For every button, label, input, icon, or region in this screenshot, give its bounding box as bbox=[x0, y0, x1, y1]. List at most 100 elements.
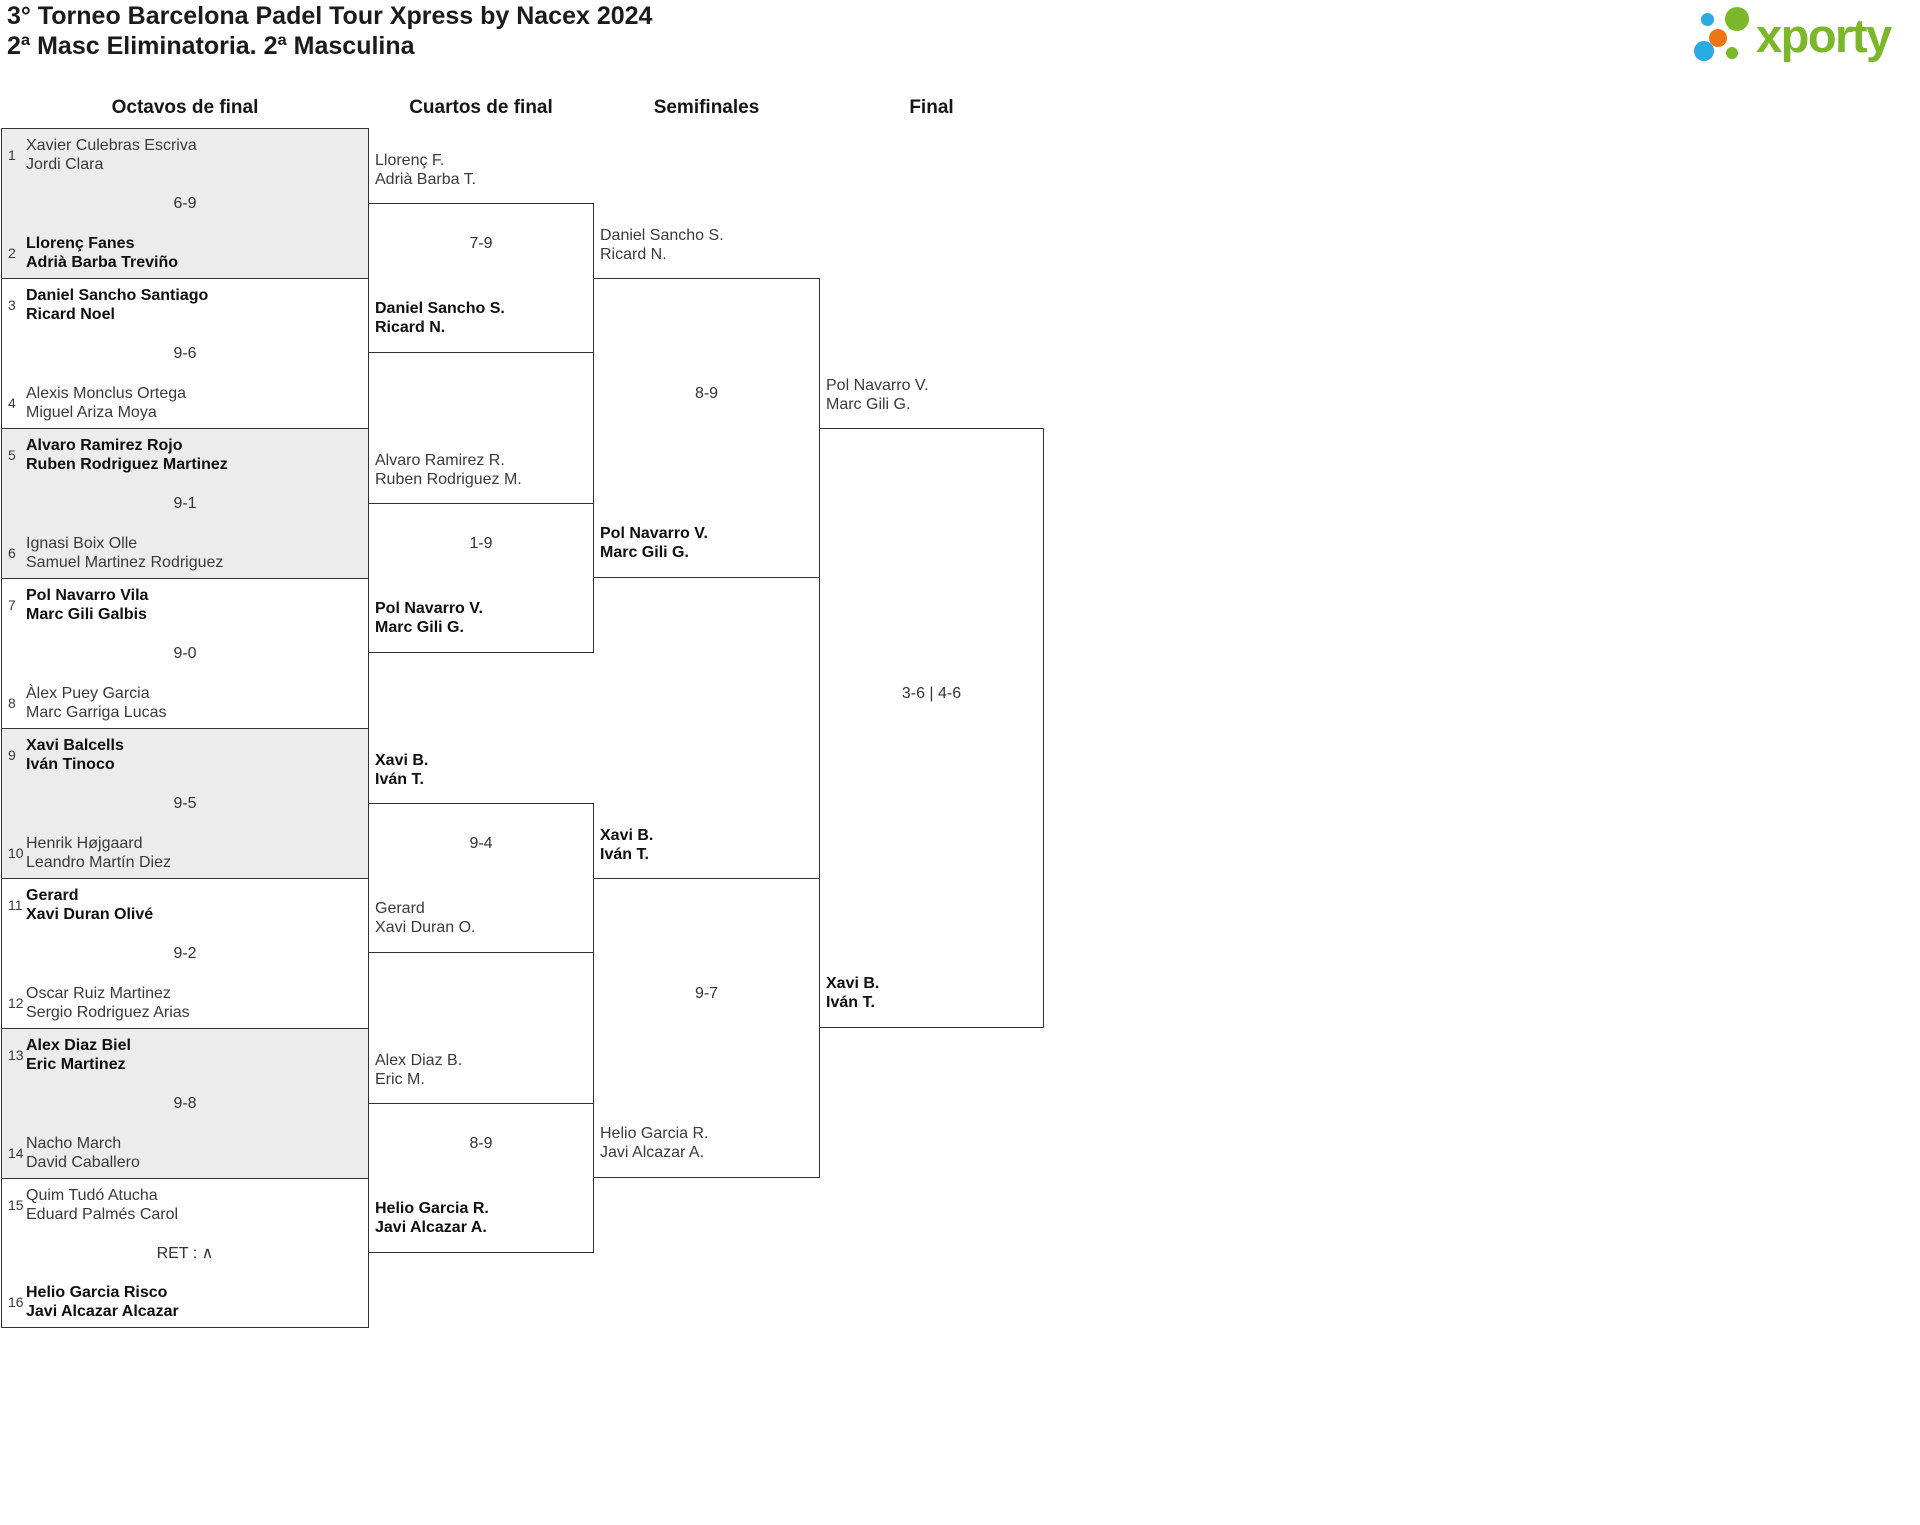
match-score: 9-7 bbox=[694, 985, 719, 1002]
player-name: Helio Garcia R. bbox=[600, 1125, 709, 1142]
player-name: Iván Tinoco bbox=[26, 756, 115, 773]
advancing-team: Xavi B. Iván T. bbox=[375, 751, 428, 789]
advancing-team: Pol Navarro V. Marc Gili G. bbox=[826, 376, 929, 414]
cuartos-match-4: Alex Diaz B. Eric M. 8-9 Helio Garcia R.… bbox=[368, 1052, 594, 1253]
advancing-team: Alvaro Ramirez R. Ruben Rodriguez M. bbox=[375, 451, 522, 489]
cuartos-match-1: Llorenç F. Adrià Barba T. 7-9 Daniel San… bbox=[368, 152, 594, 353]
octavos-match-3: 5 Alvaro Ramirez Rojo Ruben Rodriguez Ma… bbox=[1, 428, 369, 578]
cuartos-match-3: Xavi B. Iván T. 9-4 Gerard Xavi Duran O. bbox=[368, 752, 594, 953]
player-name: Pol Navarro V. bbox=[375, 600, 483, 617]
advancing-team: Xavi B. Iván T. bbox=[826, 974, 879, 1012]
xporty-logo[interactable]: xporty bbox=[1686, 2, 1920, 70]
advancing-team: Helio Garcia R. Javi Alcazar A. bbox=[375, 1199, 489, 1237]
match-score: 9-6 bbox=[173, 344, 197, 362]
seed-number: 8 bbox=[8, 695, 16, 711]
match-score: 1-9 bbox=[469, 535, 493, 552]
player-name: Nacho March bbox=[26, 1135, 122, 1152]
advancing-team: Helio Garcia R. Javi Alcazar A. bbox=[600, 1124, 708, 1162]
seed-number: 2 bbox=[8, 245, 16, 261]
match-score: 3-6 | 4-6 bbox=[901, 685, 962, 702]
player-name: Ricard Noel bbox=[26, 306, 115, 323]
player-name: Eric M. bbox=[375, 1071, 425, 1088]
logo-dot-blue-large bbox=[1694, 41, 1714, 61]
player-name: Llorenç F. bbox=[375, 152, 445, 169]
page-title: 3° Torneo Barcelona Padel Tour Xpress by… bbox=[7, 1, 652, 61]
team-slot: 7 Pol Navarro Vila Marc Gili Galbis bbox=[2, 586, 368, 624]
seed-number: 3 bbox=[8, 297, 16, 313]
player-name: Marc Gili Galbis bbox=[26, 606, 147, 623]
team-slot: 14 Nacho March David Caballero bbox=[2, 1134, 368, 1172]
advancing-team: Daniel Sancho S. Ricard N. bbox=[600, 226, 724, 264]
logo-dot-blue-small bbox=[1701, 13, 1714, 26]
team-slot: 5 Alvaro Ramirez Rojo Ruben Rodriguez Ma… bbox=[2, 436, 368, 474]
player-name: Leandro Martín Diez bbox=[26, 854, 171, 871]
seed-number: 15 bbox=[8, 1197, 24, 1213]
player-name: Helio Garcia Risco bbox=[26, 1284, 168, 1301]
advancing-team: Pol Navarro V. Marc Gili G. bbox=[600, 524, 708, 562]
player-name: Eric Martinez bbox=[26, 1056, 126, 1073]
player-name: Javi Alcazar A. bbox=[375, 1219, 487, 1236]
player-name: Gerard bbox=[375, 900, 425, 917]
player-name: Adrià Barba T. bbox=[375, 171, 477, 188]
round-header-cuartos: Cuartos de final bbox=[409, 97, 553, 118]
player-name: Iván T. bbox=[600, 846, 649, 863]
advancing-team: Alex Diaz B. Eric M. bbox=[375, 1051, 462, 1089]
team-slot: 8 Àlex Puey Garcia Marc Garriga Lucas bbox=[2, 684, 368, 722]
player-name: Alvaro Ramirez R. bbox=[375, 452, 505, 469]
team-slot: 16 Helio Garcia Risco Javi Alcazar Alcaz… bbox=[2, 1283, 368, 1321]
final-match: Pol Navarro V. Marc Gili G. 3-6 | 4-6 Xa… bbox=[819, 377, 1044, 1028]
octavos-match-6: 11 Gerard Xavi Duran Olivé 9-2 12 Oscar … bbox=[1, 878, 369, 1028]
player-name: Llorenç Fanes bbox=[26, 235, 135, 252]
player-name: Daniel Sancho Santiago bbox=[26, 287, 209, 304]
player-name: Helio Garcia R. bbox=[375, 1200, 489, 1217]
team-slot: 4 Alexis Monclus Ortega Miguel Ariza Moy… bbox=[2, 384, 368, 422]
player-name: Alex Diaz Biel bbox=[26, 1037, 131, 1054]
player-name: Henrik Højgaard bbox=[26, 835, 143, 852]
player-name: Quim Tudó Atucha bbox=[26, 1187, 158, 1204]
player-name: Daniel Sancho S. bbox=[375, 300, 505, 317]
team-slot: 12 Oscar Ruiz Martinez Sergio Rodriguez … bbox=[2, 984, 368, 1022]
player-name: Ruben Rodriguez M. bbox=[375, 471, 522, 488]
player-name: Iván T. bbox=[375, 771, 424, 788]
player-name: Marc Gili G. bbox=[600, 544, 689, 561]
advancing-team: Daniel Sancho S. Ricard N. bbox=[375, 299, 505, 337]
player-name: Pol Navarro V. bbox=[826, 377, 929, 394]
round-header-final: Final bbox=[909, 97, 954, 118]
match-score: 6-9 bbox=[173, 194, 197, 212]
semifinal-match-1: Daniel Sancho S. Ricard N. 8-9 Pol Navar… bbox=[593, 227, 820, 578]
octavos-match-4: 7 Pol Navarro Vila Marc Gili Galbis 9-0 … bbox=[1, 578, 369, 728]
player-name: Àlex Puey Garcia bbox=[26, 685, 150, 702]
player-name: Pol Navarro V. bbox=[600, 525, 708, 542]
player-name: Oscar Ruiz Martinez bbox=[26, 985, 171, 1002]
player-name: Jordi Clara bbox=[26, 156, 104, 173]
bracket-subtitle: 2ª Masc Eliminatoria. 2ª Masculina bbox=[7, 32, 415, 60]
player-name: Xavi B. bbox=[826, 975, 880, 992]
cuartos-match-2: Alvaro Ramirez R. Ruben Rodriguez M. 1-9… bbox=[368, 452, 594, 653]
team-slot: 9 Xavi Balcells Iván Tinoco bbox=[2, 736, 368, 774]
seed-number: 10 bbox=[8, 845, 24, 861]
seed-number: 1 bbox=[8, 147, 16, 163]
advancing-team: Llorenç F. Adrià Barba T. bbox=[375, 151, 476, 189]
tournament-name: 3° Torneo Barcelona Padel Tour Xpress by… bbox=[7, 2, 653, 30]
player-name: Eduard Palmés Carol bbox=[26, 1206, 179, 1223]
seed-number: 13 bbox=[8, 1047, 24, 1063]
player-name: Xavi B. bbox=[600, 827, 654, 844]
match-score: 9-8 bbox=[173, 1094, 197, 1112]
player-name: Miguel Ariza Moya bbox=[26, 404, 157, 421]
round-header-semifinales: Semifinales bbox=[653, 97, 760, 118]
match-score: 9-1 bbox=[173, 494, 197, 512]
team-slot: 3 Daniel Sancho Santiago Ricard Noel bbox=[2, 286, 368, 324]
seed-number: 6 bbox=[8, 545, 16, 561]
advancing-team: Pol Navarro V. Marc Gili G. bbox=[375, 599, 483, 637]
match-score: 7-9 bbox=[469, 235, 493, 252]
player-name: Sergio Rodriguez Arias bbox=[26, 1004, 190, 1021]
player-name: Marc Gili G. bbox=[826, 396, 911, 413]
seed-number: 12 bbox=[8, 995, 24, 1011]
player-name: Gerard bbox=[26, 887, 79, 904]
seed-number: 4 bbox=[8, 395, 16, 411]
team-slot: 10 Henrik Højgaard Leandro Martín Diez bbox=[2, 834, 368, 872]
player-name: Ignasi Boix Olle bbox=[26, 535, 138, 552]
player-name: Iván T. bbox=[826, 994, 875, 1011]
player-name: Marc Garriga Lucas bbox=[26, 704, 167, 721]
